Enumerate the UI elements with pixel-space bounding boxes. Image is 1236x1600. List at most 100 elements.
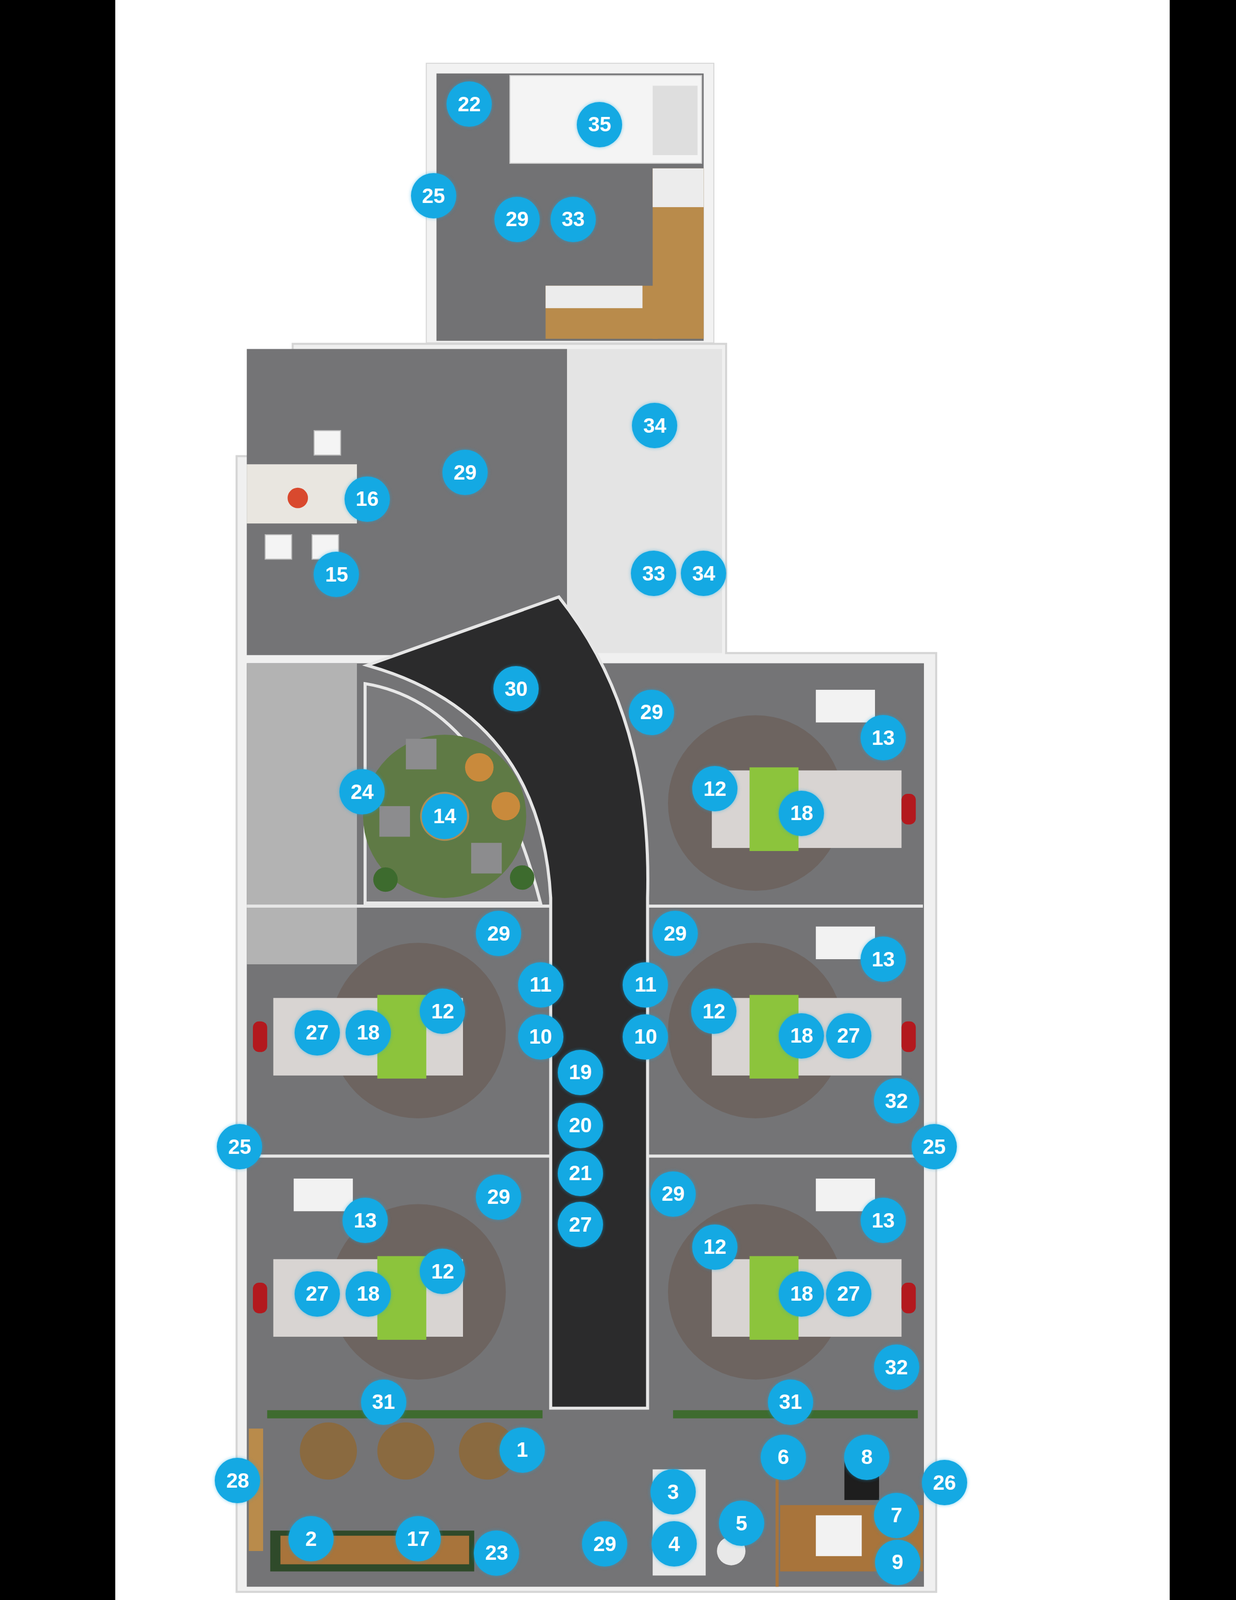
callout-number: 29 [475,910,522,956]
callout-number: 2 [288,1515,334,1561]
callout-number: 1 [499,1427,545,1473]
callout-number: 27 [294,1009,340,1056]
callout-number: 29 [650,1171,696,1217]
callout-number: 26 [921,1459,968,1505]
egg-chair [299,1421,357,1480]
callout-number: 34 [680,550,727,596]
callout-number: 13 [860,936,906,982]
wall [647,1154,923,1158]
wall [246,904,551,908]
callout-number: 29 [581,1520,628,1567]
monitor [815,1515,862,1556]
callout-number: 12 [692,1224,738,1270]
sink [293,1178,353,1211]
callout-number: 15 [313,551,359,597]
callout-number: 18 [778,790,824,836]
rug [667,1203,844,1380]
callout-number: 12 [419,1248,466,1294]
callout-number: 25 [216,1123,263,1170]
callout-number: 10 [518,1014,564,1060]
flower [287,487,308,509]
callout-number: 31 [767,1379,814,1425]
wood-floor [246,348,568,655]
callout-number: 18 [345,1009,391,1056]
callout-number: 11 [518,962,564,1008]
callout-number: 25 [911,1123,957,1170]
callout-number: 29 [652,910,698,956]
callout-number: 21 [557,1150,604,1196]
headrest [901,1021,916,1052]
callout-number: 29 [475,1174,522,1220]
plant [373,867,399,892]
pillow [652,85,698,156]
callout-number: 19 [557,1049,604,1095]
callout-number: 12 [692,765,738,812]
counter [545,285,658,339]
callout-number: 13 [860,714,906,761]
counter-top [545,285,643,309]
pebble-path [367,596,648,1409]
callout-number: 20 [557,1102,604,1148]
callout-number: 27 [557,1201,604,1247]
callout-number: 34 [631,402,678,449]
callout-number: 5 [718,1500,765,1546]
headrest [252,1021,268,1052]
callout-number: 18 [778,1013,824,1059]
callout-number: 32 [873,1077,920,1124]
callout-number: 18 [778,1271,824,1317]
massage-bed [711,997,902,1076]
callout-number: 35 [576,101,623,148]
callout-number: 17 [395,1515,441,1561]
callout-number: 29 [494,196,540,243]
callout-number: 11 [622,962,668,1008]
callout-number: 9 [874,1539,921,1585]
callout-number: 13 [860,1197,906,1243]
callout-number: 33 [630,550,677,596]
table [420,791,470,841]
callout-number: 12 [419,988,466,1034]
side-bar [0,0,116,1600]
massage-bed [711,1258,902,1337]
callout-number: 28 [214,1457,261,1503]
carpet [246,663,357,965]
chair [265,534,292,560]
callout-number: 23 [473,1530,520,1576]
rug [667,715,844,891]
massage-bed [711,770,902,849]
callout-number: 22 [446,81,492,127]
callout-number: 32 [873,1344,920,1390]
tiled-floor [567,348,723,653]
wall [647,904,923,908]
callout-number: 10 [622,1014,668,1060]
callout-number: 12 [691,988,737,1034]
rug [363,734,527,898]
callout-number: 30 [493,665,539,712]
armchair [405,738,437,769]
headrest [252,1282,268,1313]
side-bar [1169,0,1236,1600]
wall [246,1154,551,1158]
bed [509,75,702,164]
rug [330,942,507,1119]
callout-number: 18 [345,1271,391,1317]
headrest [901,1282,916,1313]
callout-number: 24 [339,768,385,815]
callout-number: 25 [410,173,457,219]
callout-number: 8 [844,1434,890,1480]
wood-floor [436,73,705,341]
callout-number: 14 [421,793,468,839]
armchair [379,805,410,837]
callout-number: 3 [650,1468,696,1515]
callout-number: 31 [361,1379,407,1425]
callout-number: 4 [651,1520,697,1567]
plant-strip [267,1410,543,1419]
outer-wall [236,344,936,1592]
callout-number: 33 [550,196,596,243]
sink [815,689,875,723]
callout-number: 7 [873,1492,920,1538]
counter [652,168,704,339]
plant [509,865,535,890]
callout-number: 29 [628,689,675,735]
counter-top [652,168,704,208]
